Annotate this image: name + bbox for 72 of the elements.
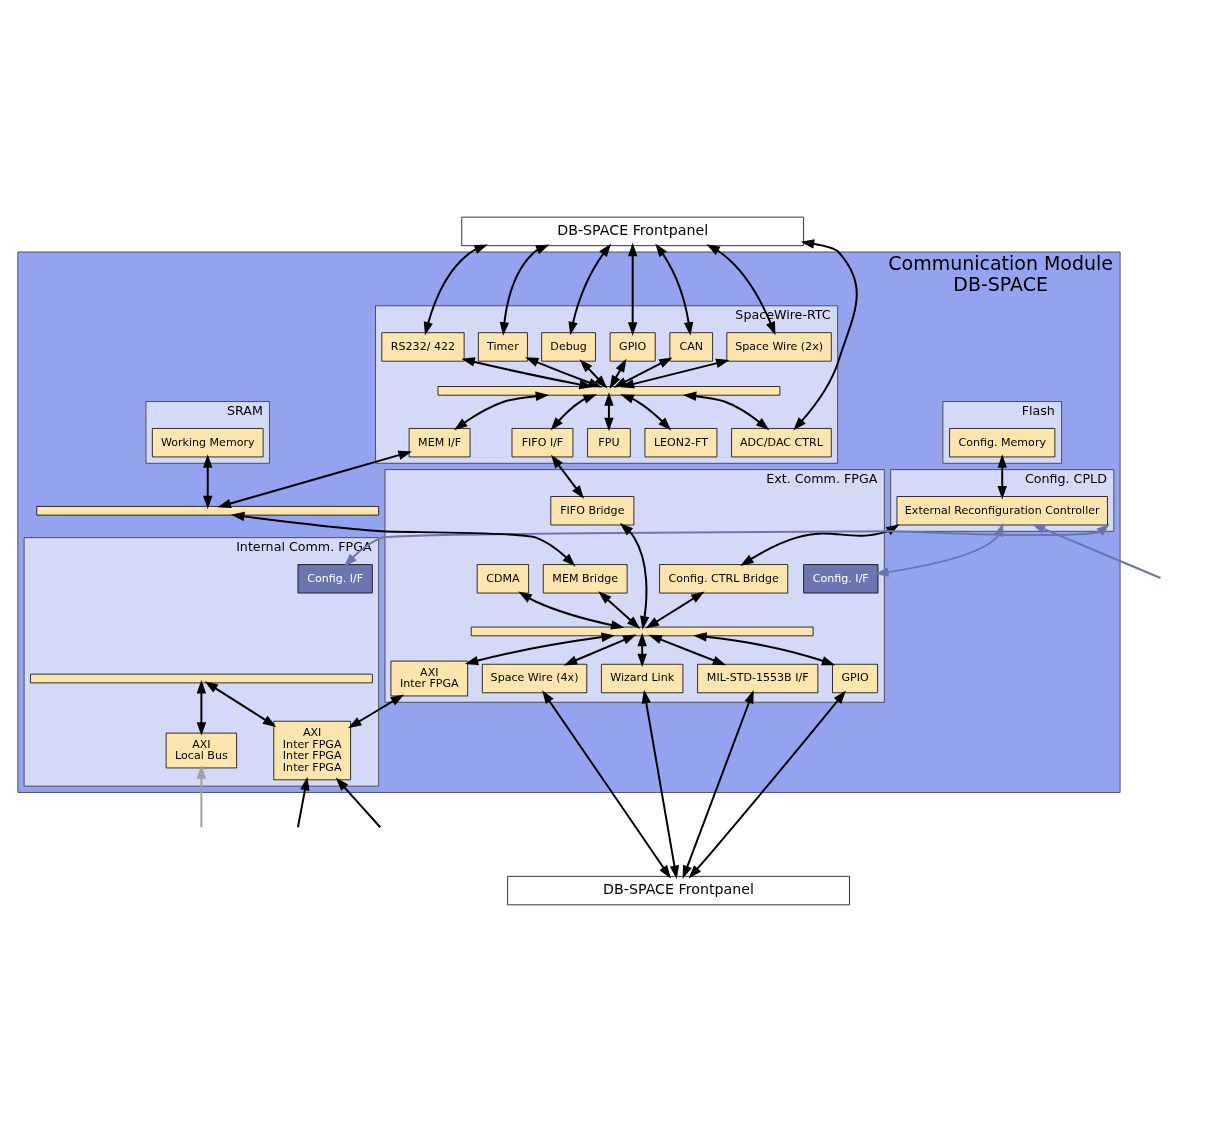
arrow — [464, 632, 615, 665]
arrow — [619, 522, 650, 630]
node-box: GPIO — [609, 331, 656, 362]
node-box: DB-SPACE Frontpanel — [507, 875, 850, 905]
arrow — [1031, 523, 1162, 579]
arrow — [453, 391, 550, 430]
arrow — [793, 238, 858, 430]
arrow — [217, 450, 412, 508]
arrow — [682, 689, 754, 879]
arrow — [196, 679, 207, 736]
node-box: Config. I/F — [803, 563, 879, 593]
node-box: MEM Bridge — [542, 563, 628, 593]
arrow — [706, 243, 776, 335]
arrow — [693, 631, 836, 665]
node-box: Timer — [477, 331, 528, 362]
arrow — [655, 242, 694, 336]
node-bar — [470, 626, 814, 636]
node-box: Space Wire (2x) — [726, 331, 832, 362]
node-box: Working Memory — [151, 427, 264, 457]
node-box: Config. I/F — [297, 563, 373, 593]
node-box: AXI Local Bus — [165, 732, 237, 768]
arrow — [348, 693, 405, 728]
node-box: AXI Inter FPGA — [390, 660, 469, 696]
node-box: FIFO Bridge — [550, 495, 635, 525]
node-box: FIFO I/F — [511, 427, 574, 457]
node-box: AXI Inter FPGA Inter FPGA Inter FPGA — [273, 720, 351, 780]
node-box: Space Wire (4x) — [481, 663, 588, 693]
arrow — [296, 776, 310, 828]
arrow — [204, 680, 277, 727]
node-box: FPU — [587, 427, 631, 457]
node-bar — [36, 505, 380, 515]
node-box: MEM I/F — [408, 427, 471, 457]
arrow — [550, 393, 597, 431]
arrow — [641, 689, 680, 879]
arrow — [542, 689, 671, 879]
node-box: Config. CTRL Bridge — [659, 563, 789, 593]
arrow — [627, 242, 638, 336]
node-box: Config. Memory — [949, 427, 1056, 457]
node-box: GPIO — [832, 663, 878, 693]
arrow — [203, 453, 213, 509]
arrow — [620, 393, 672, 430]
node-box: DB-SPACE Frontpanel — [461, 216, 804, 246]
arrow — [579, 358, 608, 388]
node-box: MIL-STD-1553B I/F — [697, 663, 819, 693]
arrow — [230, 511, 576, 567]
arrow — [335, 777, 382, 828]
arrow — [499, 244, 550, 336]
arrow — [620, 358, 730, 388]
arrow — [518, 591, 625, 630]
arrow — [551, 454, 584, 499]
node-box: LEON2-FT — [644, 427, 718, 457]
node-box: External Reconfiguration Controller — [896, 495, 1108, 525]
arrow — [609, 358, 627, 389]
arrow — [682, 391, 770, 430]
node-bar — [30, 673, 373, 683]
arrow — [568, 242, 612, 335]
node-box: Wizard Link — [601, 663, 684, 693]
node-box: ADC/DAC CTRL — [731, 427, 832, 457]
node-bar — [437, 385, 781, 396]
arrow — [645, 591, 705, 628]
arrow — [423, 244, 488, 335]
node-box: CDMA — [476, 563, 529, 593]
arrow — [648, 634, 727, 665]
arrow — [997, 453, 1007, 499]
node-box: CAN — [669, 331, 713, 362]
node-box: RS232/ 422 — [381, 331, 465, 362]
arrow — [688, 689, 846, 878]
arrow — [563, 634, 637, 665]
node-box: Debug — [541, 331, 596, 362]
arrow — [598, 590, 641, 629]
arrow — [461, 356, 593, 389]
arrow — [196, 764, 207, 828]
